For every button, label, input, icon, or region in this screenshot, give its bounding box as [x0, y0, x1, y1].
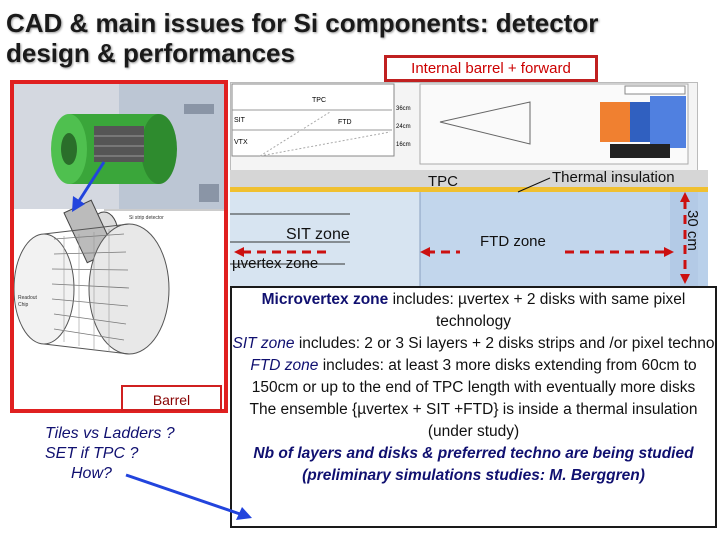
green-barrel-cad — [51, 114, 177, 184]
desc-ensemble: The ensemble {µvertex + SIT +FTD} is ins… — [249, 401, 698, 440]
question-set-tpc: SET if TPC ? — [45, 445, 139, 462]
desc-ftd: FTD zone includes: at least 3 more disks… — [232, 355, 715, 399]
svg-text:Si strip detector: Si strip detector — [129, 215, 164, 221]
thermal-pointer-line — [517, 177, 551, 193]
desc-ftd-rest: includes: at least 3 more disks extendin… — [251, 357, 697, 396]
ftd-red-arrows — [234, 247, 674, 257]
fig-label-sit: SIT — [234, 117, 246, 124]
zone-tpc-label: TPC — [428, 173, 458, 190]
zone-ftd-label: FTD zone — [480, 233, 546, 250]
open-questions: Tiles vs Ladders ? SET if TPC ? How? — [45, 424, 175, 484]
fig-radius-36: 36cm — [396, 106, 411, 112]
slide-title: CAD & main issues for Si components: det… — [6, 8, 706, 68]
question-tiles-ladders: Tiles vs Ladders ? — [45, 425, 175, 442]
fig-label-ftd: FTD — [338, 119, 352, 126]
zone-size-label: 30 cm — [684, 210, 701, 251]
zone-header-band — [230, 170, 708, 190]
zone-sit-label: SIT zone — [286, 226, 350, 243]
desc-ftd-lead: FTD zone — [250, 357, 319, 374]
fig-radius-16: 16cm — [396, 142, 411, 148]
desc-sit-rest: includes: 2 or 3 Si layers + 2 disks str… — [294, 335, 715, 352]
desc-microvertex: Microvertex zone includes: µvertex + 2 d… — [232, 289, 715, 333]
svg-text:Chip: Chip — [18, 302, 29, 308]
cad-illustrations: Si strip detector Wire frame support Rea… — [14, 84, 224, 355]
fig-label-tpc: TPC — [312, 97, 326, 104]
desc-sit: SIT zone includes: 2 or 3 Si layers + 2 … — [232, 333, 715, 355]
desc-nb-layers: Nb of layers and disks & preferred techn… — [253, 445, 694, 484]
title-line-2: design & performances — [6, 38, 295, 68]
fig-radius-24: 24cm — [396, 124, 411, 130]
internal-barrel-forward-tag: Internal barrel + forward — [384, 55, 598, 82]
svg-text:Readout: Readout — [18, 295, 38, 301]
barrel-label: Barrel — [121, 385, 222, 411]
zone-thermal-label: Thermal insulation — [552, 170, 675, 186]
wireframe-cylinder: Si strip detector Wire frame support Rea… — [14, 199, 224, 355]
cad-frame — [10, 80, 228, 413]
quadrant-layout-drawing: TPC SIT FTD VTX 36cm 24cm 16cm — [231, 83, 689, 165]
zone-description: Microvertex zone includes: µvertex + 2 d… — [230, 286, 717, 528]
desc-sit-lead: SIT zone — [232, 335, 295, 352]
fig-label-vtx: VTX — [234, 139, 248, 146]
zone-uvertex-label: µvertex zone — [232, 255, 318, 272]
desc-microvertex-rest: includes: µvertex + 2 disks with same pi… — [388, 291, 686, 330]
vertical-size-arrow — [680, 192, 690, 284]
title-line-1: CAD & main issues for Si components: det… — [6, 8, 599, 38]
question-how: How? — [71, 465, 112, 482]
desc-microvertex-lead: Microvertex zone — [261, 291, 389, 308]
zone-diagram-drawing: TPC Thermal insulation SIT zone µvertex … — [230, 170, 708, 287]
